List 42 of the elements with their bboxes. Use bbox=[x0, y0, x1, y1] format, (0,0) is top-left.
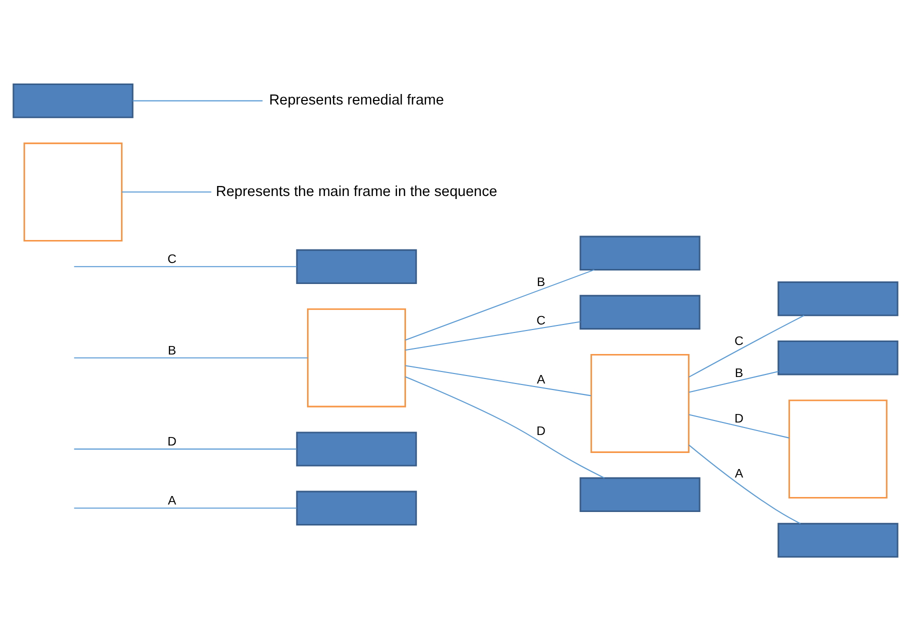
connector bbox=[404, 321, 580, 351]
node-box bbox=[579, 477, 700, 512]
edge-label: B bbox=[167, 343, 176, 358]
connector bbox=[132, 100, 262, 102]
node-box bbox=[579, 294, 700, 330]
node-box bbox=[777, 340, 898, 376]
connector bbox=[74, 266, 296, 268]
edge-label: D bbox=[167, 434, 176, 449]
node-box bbox=[296, 490, 416, 526]
edge-label: C bbox=[536, 313, 545, 328]
connector bbox=[74, 448, 296, 450]
edge-label: C bbox=[167, 252, 176, 266]
connector bbox=[404, 365, 591, 396]
node-box bbox=[23, 142, 122, 242]
connector bbox=[688, 315, 804, 378]
connector bbox=[688, 444, 800, 524]
connector bbox=[74, 357, 308, 358]
node-box bbox=[296, 249, 416, 284]
connector bbox=[688, 371, 778, 393]
node-text: Represents remedial frame bbox=[268, 92, 444, 109]
node-box bbox=[590, 354, 689, 453]
node-box bbox=[777, 281, 898, 316]
connector bbox=[688, 414, 789, 438]
edge-label: B bbox=[734, 366, 743, 380]
edge-label: D bbox=[536, 424, 545, 438]
connector bbox=[404, 376, 604, 478]
connector bbox=[404, 269, 594, 341]
node-text: Represents the main frame in the sequence bbox=[215, 184, 497, 200]
node-box bbox=[579, 236, 700, 271]
node-box bbox=[777, 522, 898, 558]
node-box bbox=[306, 308, 406, 408]
node-box bbox=[296, 432, 416, 466]
edge-label: B bbox=[536, 274, 545, 289]
edge-label: C bbox=[734, 334, 743, 348]
edge-label: A bbox=[167, 494, 176, 508]
edge-label: A bbox=[536, 372, 545, 386]
connector bbox=[121, 192, 211, 193]
node-box bbox=[788, 400, 887, 499]
edge-label: D bbox=[734, 412, 743, 426]
node-box bbox=[12, 83, 133, 118]
connector bbox=[74, 508, 296, 509]
edge-label: A bbox=[734, 466, 743, 481]
